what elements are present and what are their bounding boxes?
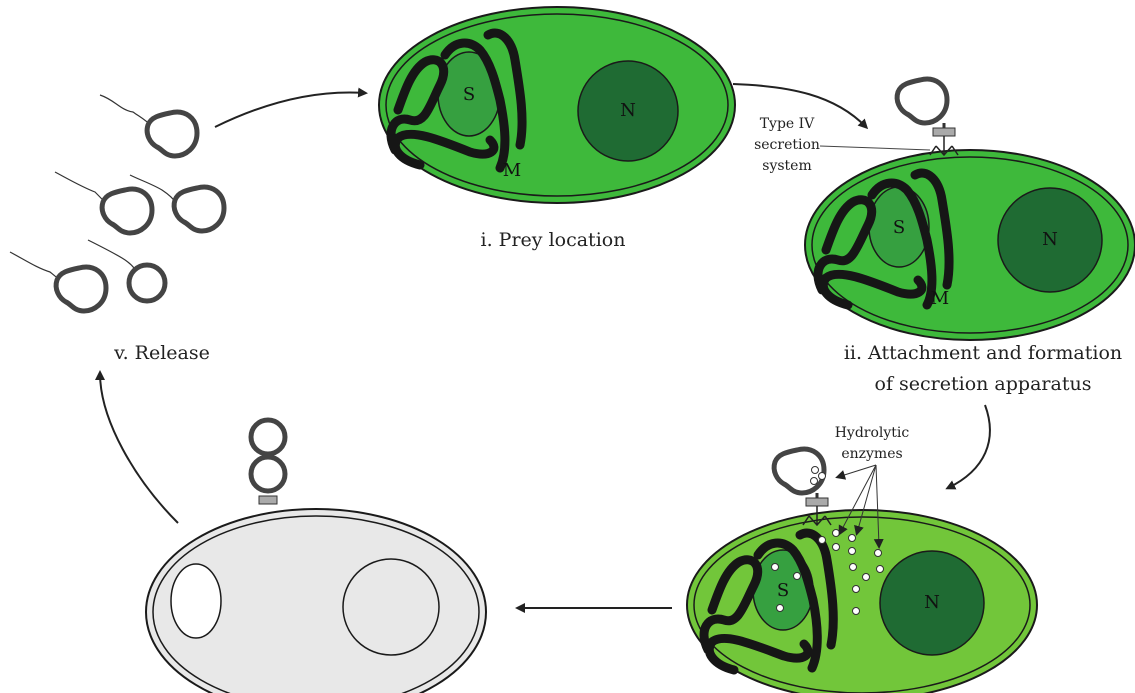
- t4ss-label-line2: secretion: [754, 137, 820, 153]
- label-n: N: [924, 592, 940, 613]
- dividing-predator: [251, 420, 285, 504]
- attached-predator-stage-2: [897, 79, 958, 155]
- prey-cell-stage-2: S N M: [805, 150, 1135, 340]
- label-s: S: [893, 217, 905, 238]
- arrow-to-prey: [215, 92, 365, 127]
- t4ss-label-line3: system: [762, 158, 811, 174]
- stage-label-attachment-line2: of secretion apparatus: [875, 373, 1092, 395]
- label-m: M: [503, 160, 521, 181]
- arrow-to-secretion: [948, 405, 990, 488]
- enzymes-label-line1: Hydrolytic: [835, 425, 910, 441]
- t4ss-label-line1: Type IV: [760, 116, 815, 132]
- emptied-prey-cell: [146, 509, 486, 693]
- stage-label-prey-location: i. Prey location: [481, 229, 626, 251]
- vacant-nucleus: [343, 559, 439, 655]
- prey-cell-stage-1: S N M: [379, 7, 735, 203]
- stage-label-release: v. Release: [113, 342, 210, 364]
- label-n: N: [1042, 229, 1058, 250]
- label-s: S: [463, 84, 475, 105]
- label-n: N: [620, 100, 636, 121]
- vacant-stroma: [171, 564, 221, 638]
- prey-cell-stage-3: S N: [687, 510, 1037, 693]
- enzymes-label-line2: enzymes: [841, 446, 902, 462]
- label-s: S: [777, 580, 789, 601]
- arrow-to-release: [100, 373, 178, 523]
- released-predators: [10, 95, 224, 311]
- stage-label-attachment-line1: ii. Attachment and formation: [844, 342, 1122, 364]
- label-m: M: [931, 288, 949, 309]
